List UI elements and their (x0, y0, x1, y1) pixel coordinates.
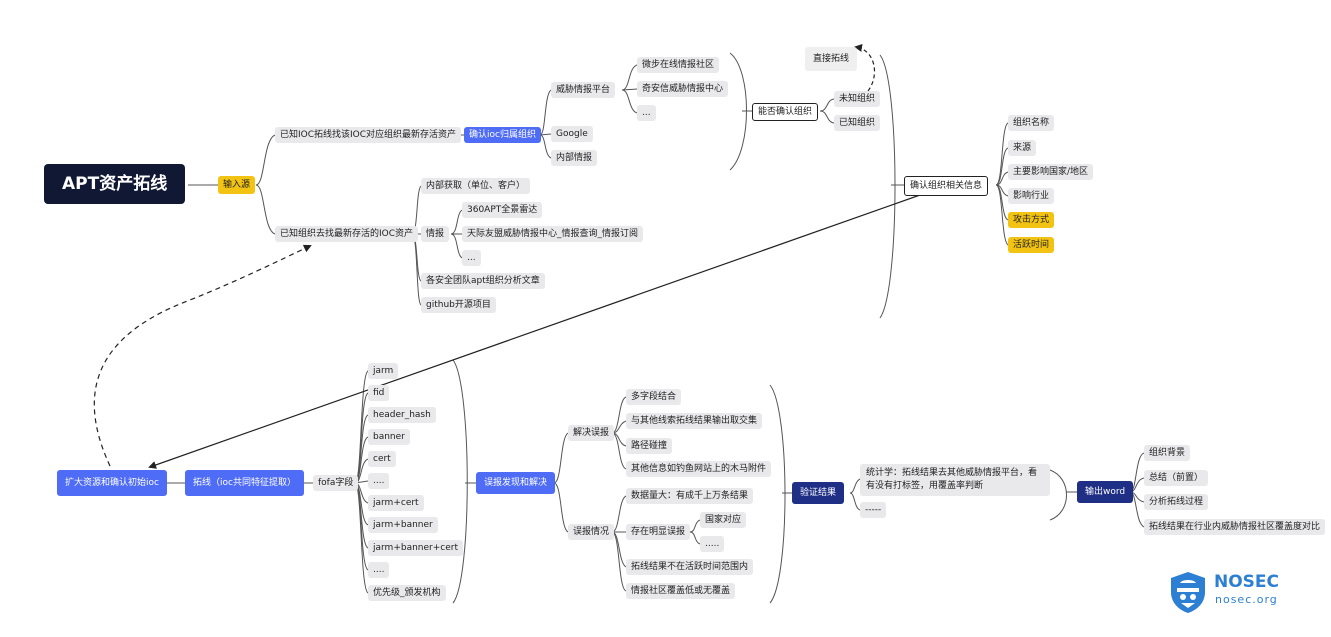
fofa-item[interactable]: fid (368, 385, 390, 401)
word-item[interactable]: 拓线结果在行业内威胁情报社区覆盖度对比 (1144, 519, 1326, 535)
solve-fp-node[interactable]: 解决误报 (568, 425, 615, 441)
stats-text[interactable]: 统计学：拓线结果去其他威胁情报平台，看有没有打标签，用覆盖率判断 (860, 464, 1050, 496)
logo-title: NOSEC (1214, 572, 1280, 592)
solve-item[interactable]: 其他信息如钓鱼网站上的木马附件 (626, 461, 772, 477)
fp-item[interactable]: 存在明显误报 (626, 524, 691, 540)
fofa-item[interactable]: jarm+cert (368, 495, 424, 511)
ti-platform-item[interactable]: 奇安信威胁情报中心 (637, 81, 729, 97)
obvious-fp-item[interactable]: 国家对应 (700, 512, 747, 528)
can-confirm-org-node[interactable]: 能否确认组织 (752, 103, 819, 121)
confirm-org-info-node[interactable]: 确认组织相关信息 (904, 176, 989, 196)
ti-platform-item[interactable]: 微步在线情报社区 (637, 57, 720, 73)
org-info-item[interactable]: 组织名称 (1008, 115, 1055, 131)
ioc-org-item[interactable]: 内部情报 (551, 150, 598, 166)
fofa-item[interactable]: 优先级_颁发机构 (368, 585, 446, 601)
fp-item[interactable]: 拓线结果不在活跃时间范围内 (626, 559, 754, 575)
word-item[interactable]: 总结（前置） (1144, 470, 1209, 486)
ioc-org-item[interactable]: Google (551, 126, 593, 142)
fp-item[interactable]: 数据量大：有成千上万条结果 (626, 488, 754, 504)
dash-text[interactable]: ----- (860, 502, 887, 518)
expand-source-node[interactable]: 扩大资源和确认初始ioc (57, 470, 167, 496)
fp-item[interactable]: 情报社区覆盖低或无覆盖 (626, 583, 736, 599)
solve-item[interactable]: 路径碰撞 (626, 438, 673, 454)
fofa-item[interactable]: .... (368, 562, 390, 578)
org-info-item[interactable]: 来源 (1008, 140, 1037, 156)
solve-item[interactable]: 与其他线索拓线结果输出取交集 (626, 413, 763, 429)
fofa-item[interactable]: banner (368, 429, 410, 445)
intel-item[interactable]: 天际友盟威胁情报中心_情报查询_情报订阅 (462, 226, 644, 242)
org-status-item[interactable]: 未知组织 (834, 91, 881, 107)
confirm-ioc-org-node[interactable]: 确认ioc归属组织 (464, 127, 541, 143)
fp-cases-node[interactable]: 误报情况 (568, 524, 615, 540)
org-source-item[interactable]: 内部获取（单位、客户） (421, 178, 531, 194)
intel-item[interactable]: ... (462, 250, 481, 266)
fofa-item[interactable]: cert (368, 451, 396, 467)
org-source-item[interactable]: github开源项目 (421, 297, 496, 313)
org-info-item[interactable]: 主要影响国家/地区 (1008, 164, 1094, 180)
fofa-item[interactable]: .... (368, 473, 390, 489)
org-info-item[interactable]: 攻击方式 (1008, 212, 1055, 228)
root-node[interactable]: APT资产拓线 (44, 164, 186, 204)
verify-result-node[interactable]: 验证结果 (792, 482, 845, 504)
branch-known-org[interactable]: 已知组织去找最新存活的IOC资产 (275, 226, 419, 242)
output-word-node[interactable]: 输出word (1077, 481, 1134, 503)
intel-item[interactable]: 360APT全景雷达 (462, 202, 543, 218)
org-source-item[interactable]: 各安全团队apt组织分析文章 (421, 273, 545, 289)
word-item[interactable]: 分析拓线过程 (1144, 494, 1209, 510)
ioc-org-item[interactable]: 威胁情报平台 (551, 82, 616, 98)
org-source-item[interactable]: 情报 (421, 226, 450, 242)
obvious-fp-item[interactable]: ..... (700, 536, 725, 552)
input-source-node[interactable]: 输入源 (218, 176, 256, 194)
org-info-item[interactable]: 影响行业 (1008, 188, 1055, 204)
fofa-item[interactable]: jarm+banner (368, 517, 438, 533)
logo-subtitle: nosec.org (1215, 593, 1278, 606)
word-item[interactable]: 组织背景 (1144, 445, 1191, 461)
org-info-item[interactable]: 活跃时间 (1008, 237, 1055, 253)
nosec-logo: NOSEC nosec.org (1168, 570, 1288, 614)
expand-common-node[interactable]: 拓线（ioc共同特征提取） (185, 470, 304, 496)
false-positive-node[interactable]: 误报发现和解决 (476, 472, 556, 494)
org-status-item[interactable]: 已知组织 (834, 115, 881, 131)
direct-expand-node[interactable]: 直接拓线 (805, 47, 858, 71)
fofa-item[interactable]: jarm (368, 363, 399, 379)
ti-platform-item[interactable]: ... (637, 105, 656, 121)
branch-known-ioc[interactable]: 已知IOC拓线找该IOC对应组织最新存活资产 (275, 127, 462, 143)
fofa-field-node[interactable]: fofa字段 (313, 475, 359, 491)
shield-logo-icon (1171, 572, 1205, 613)
fofa-item[interactable]: jarm+banner+cert (368, 540, 463, 556)
solve-item[interactable]: 多字段结合 (626, 389, 682, 405)
fofa-item[interactable]: header_hash (368, 407, 436, 423)
